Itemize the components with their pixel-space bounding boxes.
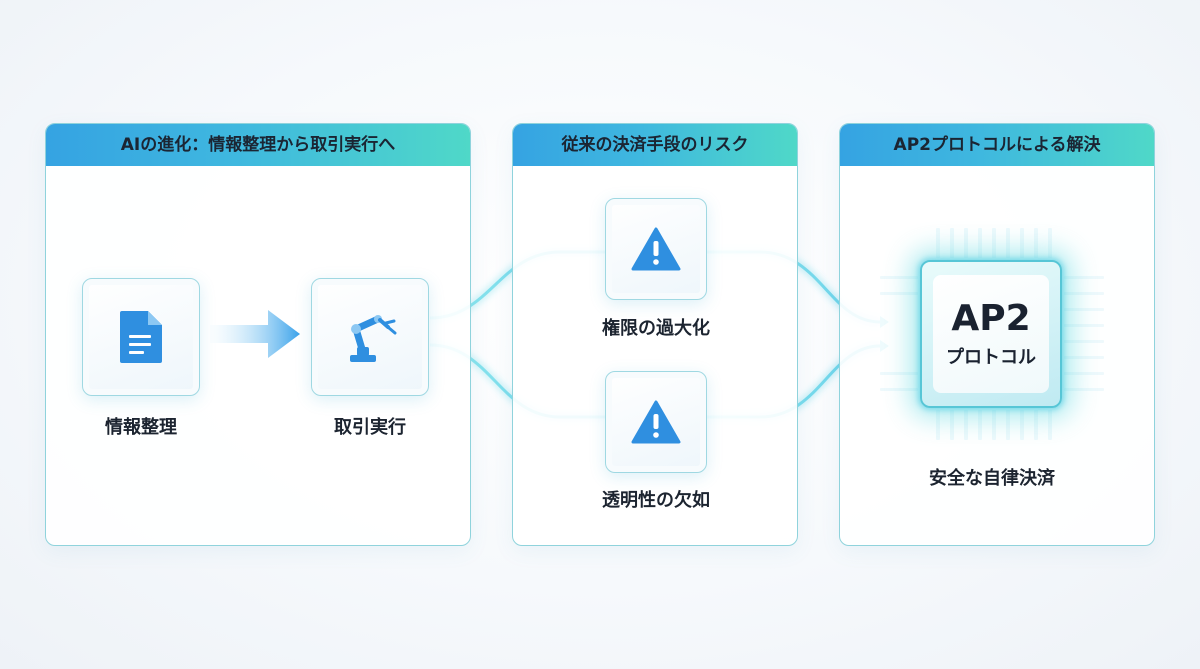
risk-over-privilege-label: 権限の過大化: [602, 318, 710, 339]
transaction-exec-tile: [311, 278, 429, 396]
chip-title: AP2: [951, 298, 1031, 339]
ap2-chip-face: AP2 プロトコル: [933, 275, 1049, 393]
panel-payment-risks: 従来の決済手段のリスク: [512, 123, 798, 546]
panel-title: AIの進化：情報整理から取引実行へ: [46, 124, 470, 166]
risk-no-transparency-label: 透明性の欠如: [602, 490, 710, 511]
risk-over-privilege-tile: [605, 198, 707, 300]
warning-icon: [631, 227, 681, 271]
chip-subtitle: プロトコル: [946, 347, 1036, 368]
robot-arm-icon: [350, 315, 397, 362]
transaction-exec-label: 取引実行: [334, 417, 406, 438]
panel-title: 従来の決済手段のリスク: [513, 124, 797, 166]
risk-no-transparency-tile: [605, 371, 707, 473]
info-organize-tile: [82, 278, 200, 396]
document-icon: [120, 311, 162, 363]
panel-title: AP2プロトコルによる解決: [840, 124, 1154, 166]
arrow-right-icon: [210, 310, 300, 358]
info-organize-label: 情報整理: [105, 417, 177, 438]
warning-icon: [631, 400, 681, 444]
ap2-chip: AP2 プロトコル: [920, 260, 1062, 408]
secure-autonomous-payment-label: 安全な自律決済: [929, 468, 1055, 489]
